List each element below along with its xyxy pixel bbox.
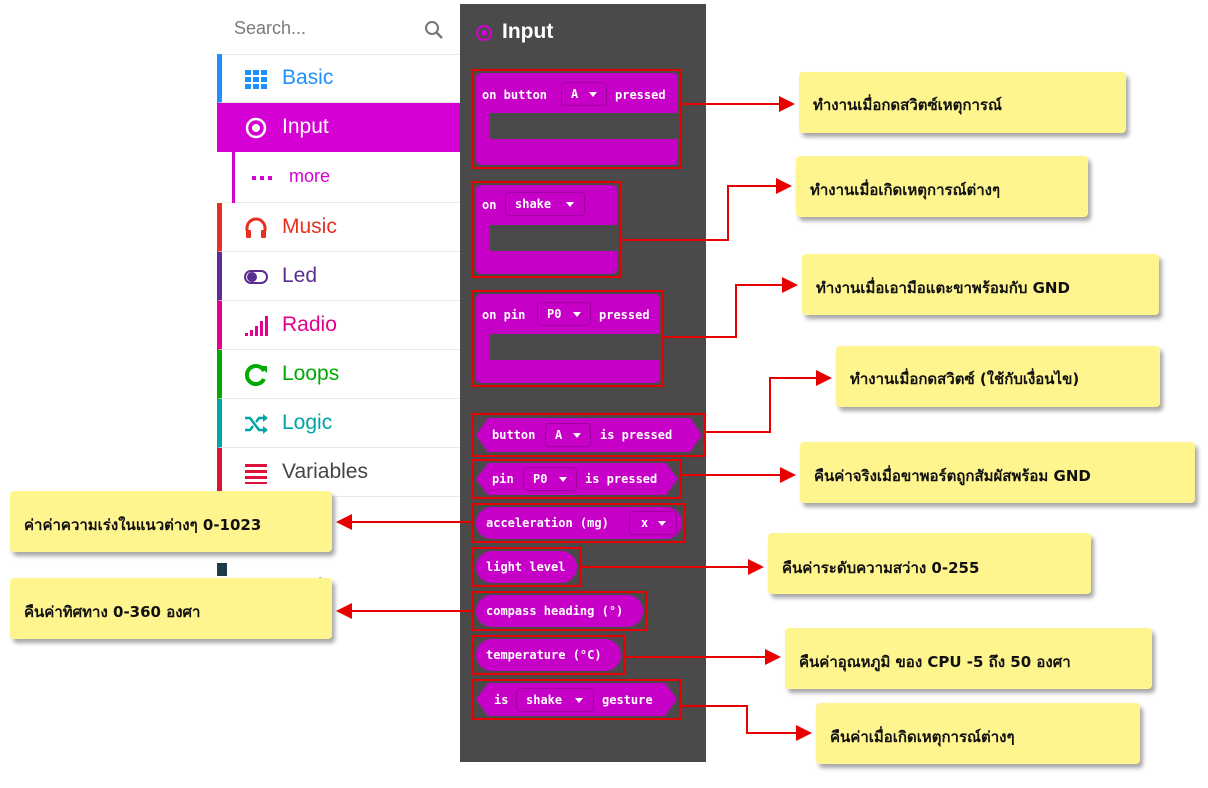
callout-light-level: คืนค่าระดับความสว่าง 0-255 bbox=[768, 533, 1091, 594]
button-dropdown[interactable]: A bbox=[545, 423, 591, 447]
callout-is-gesture: คืนค่าเมื่อเกิดเหตุการณ์ต่างๆ bbox=[816, 703, 1140, 764]
shuffle-icon bbox=[245, 414, 268, 434]
block-text: is pressed bbox=[585, 472, 658, 486]
search-icon[interactable] bbox=[424, 20, 444, 40]
gesture-dropdown[interactable]: shake bbox=[516, 688, 594, 712]
category-label: more bbox=[289, 166, 331, 186]
gesture-dropdown[interactable]: shake bbox=[505, 192, 585, 216]
grid-icon bbox=[245, 70, 267, 89]
category-led[interactable]: Led bbox=[217, 252, 460, 301]
block-text: is bbox=[494, 693, 509, 707]
callout-pin-pressed: คืนค่าจริงเมื่อขาพอร์ตถูกสัมผัสพร้อม GND bbox=[800, 442, 1195, 503]
pin-dropdown[interactable]: P0 bbox=[523, 467, 577, 491]
block-text: on bbox=[482, 198, 497, 212]
block-text: on pin bbox=[482, 308, 526, 322]
block-text: is pressed bbox=[600, 428, 673, 442]
callout-on-button: ทำงานเมื่อกดสวิตซ์เหตุการณ์ bbox=[799, 72, 1126, 133]
search-input[interactable]: Search... bbox=[234, 18, 307, 38]
category-label: Loops bbox=[282, 362, 340, 385]
target-icon bbox=[476, 25, 492, 41]
category-label: Basic bbox=[282, 66, 334, 89]
block-text: light level bbox=[486, 560, 566, 574]
flyout-title: Input bbox=[502, 20, 554, 43]
headphones-icon bbox=[245, 217, 267, 238]
category-label: Input bbox=[282, 115, 329, 138]
toggle-icon bbox=[244, 270, 268, 284]
advanced-marker bbox=[217, 563, 227, 576]
block-text: pressed bbox=[599, 308, 650, 322]
block-text: temperature (°C) bbox=[486, 648, 602, 662]
category-basic[interactable]: Basic bbox=[217, 54, 460, 103]
button-dropdown[interactable]: A bbox=[561, 82, 607, 106]
category-label: Logic bbox=[282, 411, 333, 434]
callout-on-pin: ทำงานเมื่อเอามือแตะขาพร้อมกับ GND bbox=[802, 254, 1159, 315]
category-more[interactable]: more bbox=[217, 152, 460, 203]
toolbox-sidebar: Search... Basic Input more bbox=[217, 0, 460, 788]
list-icon bbox=[245, 464, 267, 484]
callout-on-gesture: ทำงานเมื่อเกิดเหตุการณ์ต่างๆ bbox=[796, 156, 1088, 217]
category-loops[interactable]: Loops bbox=[217, 350, 460, 399]
target-icon bbox=[245, 117, 267, 139]
block-text: on button bbox=[482, 88, 548, 102]
category-radio[interactable]: Radio bbox=[217, 301, 460, 350]
category-logic[interactable]: Logic bbox=[217, 399, 460, 448]
block-text: pin bbox=[492, 472, 514, 486]
category-label: Radio bbox=[282, 313, 337, 336]
callout-acceleration: ค่าค่าความเร่งในแนวต่างๆ 0-1023 bbox=[10, 491, 332, 552]
loop-icon bbox=[244, 364, 267, 386]
search-box[interactable]: Search... bbox=[217, 4, 460, 55]
block-text: button bbox=[492, 428, 536, 442]
category-label: Variables bbox=[282, 460, 368, 483]
dots-icon bbox=[252, 176, 272, 180]
category-label: Led bbox=[282, 264, 318, 287]
category-music[interactable]: Music bbox=[217, 203, 460, 252]
category-label: Music bbox=[282, 215, 337, 238]
block-text: compass heading (°) bbox=[486, 604, 624, 618]
block-text: gesture bbox=[602, 693, 653, 707]
axis-dropdown[interactable]: x bbox=[629, 511, 677, 535]
category-variables[interactable]: Variables bbox=[217, 448, 460, 497]
callout-button-pressed: ทำงานเมื่อกดสวิตซ์ (ใช้กับเงื่อนไข) bbox=[836, 346, 1160, 407]
category-input[interactable]: Input bbox=[217, 103, 460, 152]
block-text: acceleration (mg) bbox=[486, 516, 609, 530]
pin-dropdown[interactable]: P0 bbox=[537, 302, 591, 326]
callout-compass: คืนค่าทิศทาง 0-360 องศา bbox=[10, 578, 332, 639]
callout-temperature: คืนค่าอุณหภูมิ ของ CPU -5 ถึง 50 องศา bbox=[785, 628, 1152, 689]
signal-icon bbox=[245, 316, 268, 336]
block-text: pressed bbox=[615, 88, 666, 102]
